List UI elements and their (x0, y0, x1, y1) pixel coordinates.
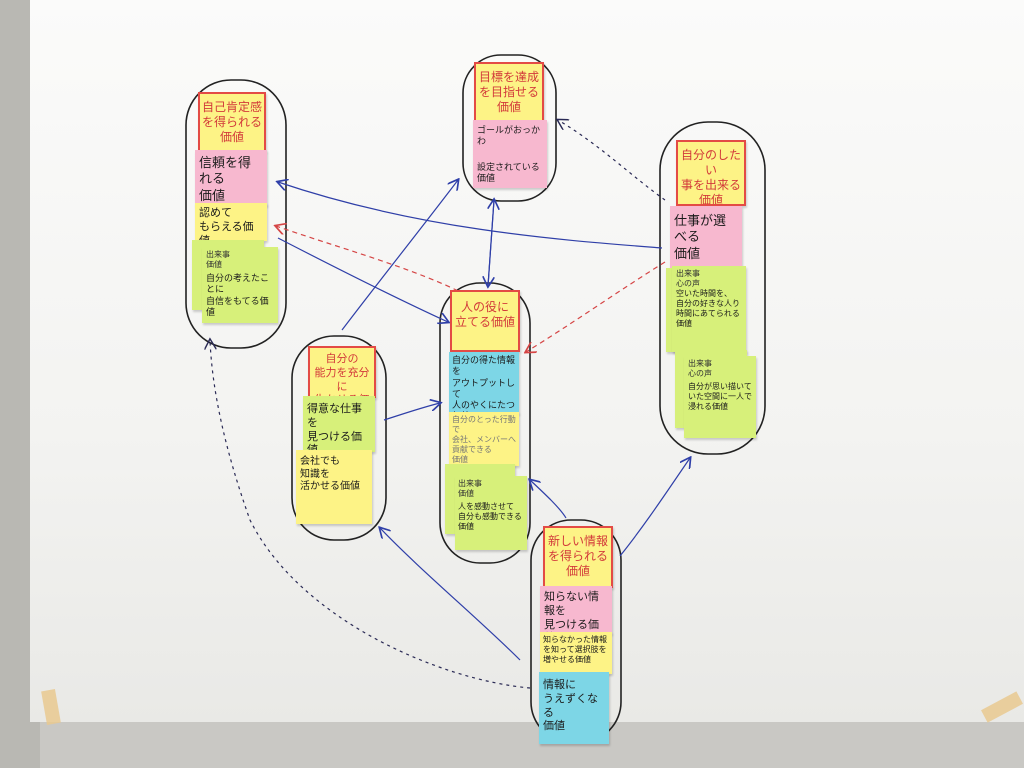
note-helpful-2: 自分のとった行動で 会社、メンバーへ 貢献できる 価値 (449, 412, 519, 466)
loop-do-what-want (659, 121, 766, 455)
title-do-what-want: 自分のしたい 事を出来る 価値 (676, 140, 746, 206)
note-want-2: 出来事 心の声 空いた時間を、 自分の好きな人り 時間にあてられる 価値 (672, 266, 746, 352)
note-text: 自分のとった行動で 会社、メンバーへ 貢献できる 価値 (452, 415, 516, 464)
arrow-newinfo-to-helpful (530, 480, 567, 519)
note-text: 信頼を得れる 価値 (199, 156, 252, 204)
arrow-newinfo-to-want (619, 458, 690, 557)
note-text: 空いた時間を、 自分の好きな人り 時間にあてられる 価値 (676, 289, 740, 328)
note-text: 知らなかった情報 を知って選択肢を 増やせる価値 (543, 635, 607, 664)
title-text: 目標を達成 を目指せる 価値 (478, 70, 539, 114)
note-text: 情報に うえずくなる 価値 (543, 678, 598, 733)
label-event: 出来事 (688, 359, 712, 368)
label-event: 出来事 (206, 250, 230, 259)
note-self-2: 認めて もらえる価値 (195, 203, 267, 241)
title-abilities: 自分の 能力を充分に 生かせる価値 (308, 346, 376, 398)
title-helpful: 人の役に 立てる価値 (450, 290, 520, 352)
note-text: 自分が思い描いて いた空間に一人で 浸れる価値 (688, 382, 752, 411)
arrow-want-to-self (278, 182, 663, 249)
note-self-3: 出来事 価値 自分の考えたことに 自信をもてる価値 (202, 247, 278, 323)
title-text: 自己肯定感 を得られる価値 (201, 100, 262, 144)
title-text: 新しい情報 を得られる 価値 (547, 534, 608, 578)
note-helpful-1: 自分の得た情報を アウトプットして 人のやくにたつ 価値 (449, 352, 519, 414)
arrow-red-to-self (276, 226, 467, 296)
note-text: 自分の得た情報を アウトプットして 人のやくにたつ 価値 (452, 356, 516, 414)
note-text: 認めて もらえる価値 (199, 206, 254, 241)
title-text: 自分の 能力を充分に 生かせる価値 (314, 352, 370, 396)
arrow-helpful-achievement (488, 200, 494, 287)
note-abilities-2: 会社でも 知識を 活かせる価値 (296, 450, 372, 524)
label-event: 出来事 (458, 479, 482, 488)
note-want-1: 仕事が選べる 価値 (670, 206, 742, 268)
note-newinfo-1: 知らない情報を 見つける価値 (540, 586, 612, 634)
note-abilities-1: 得意な仕事を 見つける価値 (303, 396, 375, 452)
note-text: 設定されている価値 (477, 162, 540, 184)
note-text: 仕事が選べる 価値 (674, 214, 727, 262)
title-text: 人の役に 立てる価値 (454, 300, 515, 329)
note-text: 知らない情報を 見つける価値 (544, 590, 599, 634)
note-text: ゴールがおっかわ (477, 126, 541, 148)
title-self-affirm: 自己肯定感 を得られる価値 (198, 92, 266, 152)
title-achievement: 目標を達成 を目指せる 価値 (474, 62, 544, 122)
note-text: 人を感動させて 自分も感動できる 価値 (458, 502, 522, 531)
note-text: 自分の考えたことに 自信をもてる価値 (206, 274, 270, 318)
label-event: 出来事 (676, 269, 700, 278)
loop-abilities (291, 335, 387, 541)
note-self-1: 信頼を得れる 価値 (195, 150, 267, 206)
note-helpful-3: 出来事 価値 人を感動させて 自分も感動できる 価値 (455, 476, 527, 550)
arrow-dotted-to-achievement (558, 120, 666, 201)
note-want-3: 出来事 心の声 自分が思い描いて いた空間に一人で 浸れる価値 (684, 356, 756, 438)
arrow-self-to-helpful (277, 237, 448, 322)
note-text: 会社でも 知識を 活かせる価値 (300, 456, 360, 492)
note-text: 得意な仕事を 見つける価値 (307, 402, 362, 452)
title-new-info: 新しい情報 を得られる 価値 (543, 526, 613, 588)
arrow-abilities-to-helpful (383, 403, 440, 421)
note-newinfo-3: 情報に うえずくなる 価値 (539, 672, 609, 744)
arrow-red-to-helpful (526, 261, 666, 352)
label-value: 価値 (206, 260, 222, 269)
label-value: 価値 (458, 489, 474, 498)
label-heart: 心の声 (688, 369, 712, 378)
title-text: 自分のしたい 事を出来る 価値 (680, 148, 741, 206)
arrow-abilities-to-achievement (341, 180, 458, 331)
note-newinfo-2: 知らなかった情報 を知って選択肢を 増やせる価値 (540, 632, 612, 674)
label-heart: 心の声 (676, 279, 700, 288)
arrow-dotted-to-self (210, 340, 531, 689)
note-achievement-1: ゴールがおっかわ 設定されている価値 (473, 120, 547, 188)
arrow-newinfo-to-abilities (380, 528, 521, 661)
loop-self-affirm (185, 79, 287, 349)
